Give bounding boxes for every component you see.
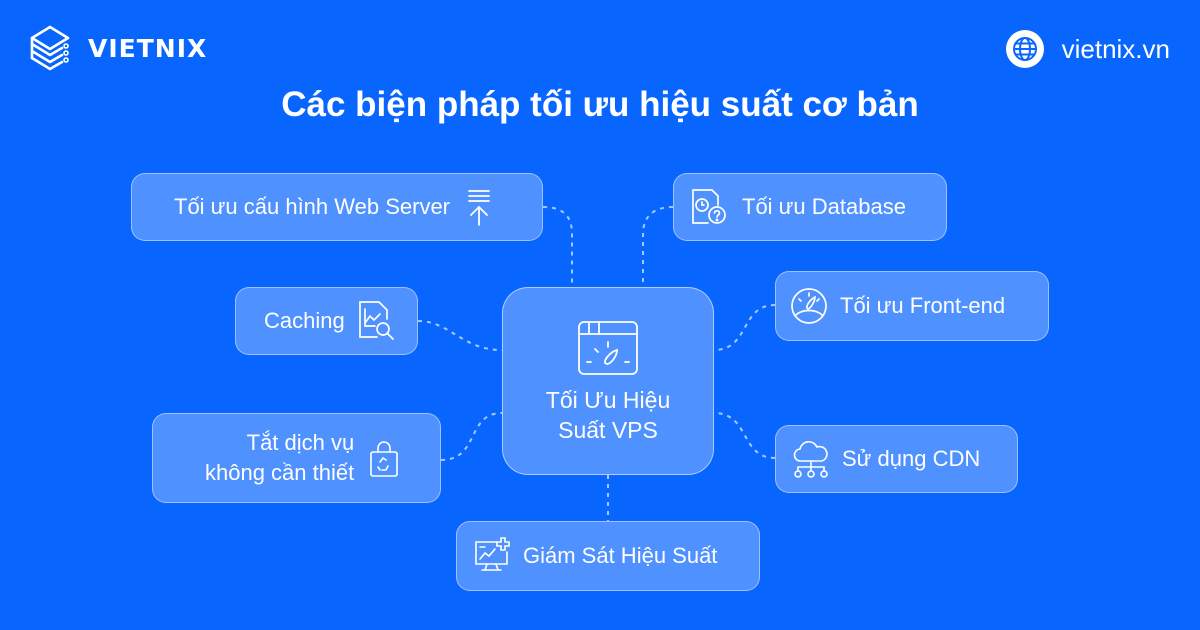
node-caching: Caching (235, 287, 418, 355)
node-disable-services: Tắt dịch vụ không cần thiết (152, 413, 441, 503)
center-label-line1: Tối Ưu Hiệu (545, 387, 671, 413)
node-label: Caching (264, 308, 345, 333)
node-front-end: Tối ưu Front-end (775, 271, 1049, 341)
node-monitoring: Giám Sát Hiệu Suất (456, 521, 760, 591)
node-label: Tối ưu Database (742, 194, 906, 219)
website-text: vietnix.vn (1061, 33, 1170, 64)
lock-recycle-icon (370, 441, 399, 477)
node-cdn: Sử dụng CDN (775, 425, 1018, 493)
browser-speedometer-icon (578, 321, 638, 375)
node-label: Tối ưu cấu hình Web Server (174, 194, 451, 219)
cloud-network-icon (793, 441, 828, 478)
globe-icon (1005, 30, 1044, 68)
node-database: Tối ưu Database (673, 173, 947, 241)
page-title: Các biện pháp tối ưu hiệu suất cơ bản (281, 85, 919, 124)
chart-search-icon (358, 301, 394, 340)
node-label-line1: Tắt dịch vụ (246, 430, 355, 456)
upload-arrow-icon (468, 190, 490, 226)
node-web-server: Tối ưu cấu hình Web Server (131, 173, 543, 241)
node-label: Giám Sát Hiệu Suất (523, 543, 718, 568)
center-label-line2: Suất VPS (558, 416, 658, 443)
vietnix-logo[interactable]: VIETNIX (28, 22, 207, 74)
logo-text: VIETNIX (88, 33, 208, 63)
server-stack-icon (30, 25, 70, 71)
node-label: Tối ưu Front-end (840, 293, 1006, 318)
node-label-line2: không cần thiết (205, 460, 355, 485)
document-clock-question-icon (692, 189, 726, 224)
monitor-chart-plus-icon (475, 537, 510, 571)
node-label: Sử dụng CDN (842, 446, 981, 471)
speedometer-icon (791, 288, 827, 324)
website-link[interactable]: vietnix.vn (1005, 30, 1170, 68)
